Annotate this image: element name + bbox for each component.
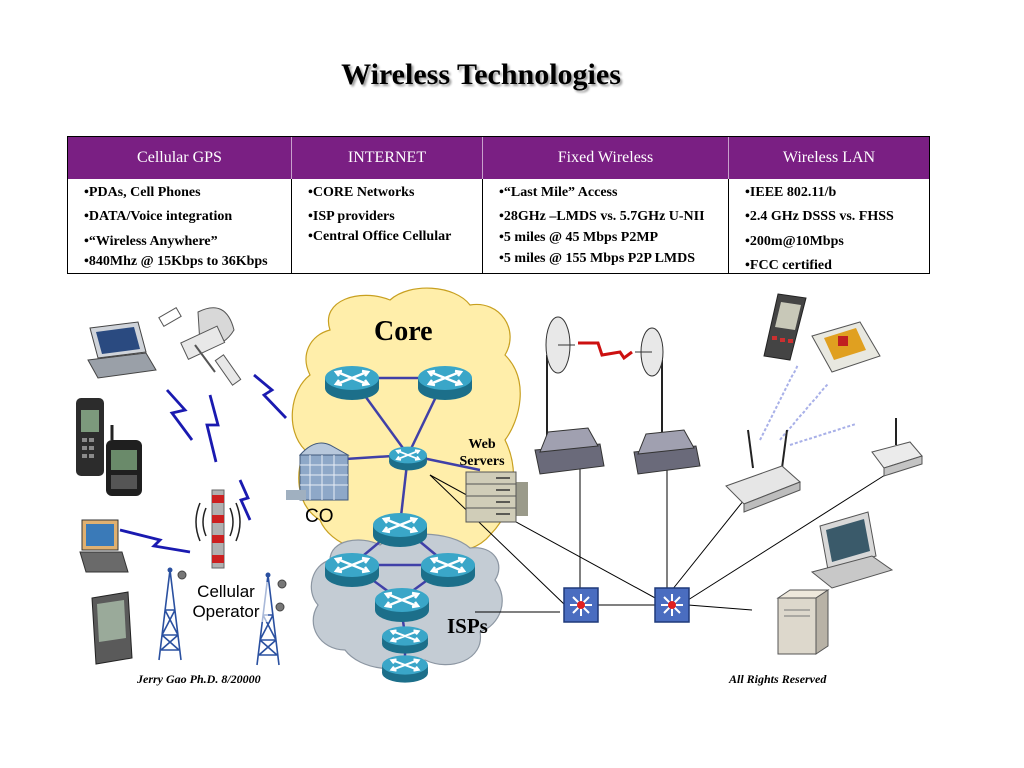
list-item: •840Mhz @ 15Kbps to 36Kbps: [84, 254, 268, 269]
cell-tower-icon: [195, 489, 241, 569]
switch-icon: [563, 587, 599, 623]
list-item: •IEEE 802.11/b: [745, 185, 837, 200]
list-item: •5 miles @ 45 Mbps P2MP: [499, 230, 659, 245]
router-icon: [323, 364, 381, 402]
desktop-computer-icon: [810, 511, 894, 589]
list-item: •2.4 GHz DSSS vs. FHSS: [745, 209, 894, 224]
wireless-link-icons: [119, 373, 288, 554]
tablet-terminal-icon: [811, 321, 881, 373]
handheld-scanner-icon: [763, 293, 807, 361]
cellular-operator-label: Cellular Operator: [184, 582, 268, 622]
list-item: •PDAs, Cell Phones: [84, 185, 201, 200]
cell-tower-icon: [158, 566, 182, 661]
lightning-icon: [238, 479, 252, 521]
dish-antenna-icon: [635, 327, 664, 440]
list-item: •28GHz –LMDS vs. 5.7GHz U-NII: [499, 209, 705, 224]
column-wireless-lan: •IEEE 802.11/b •2.4 GHz DSSS vs. FHSS •2…: [729, 179, 929, 274]
list-item: •5 miles @ 155 Mbps P2P LMDS: [499, 251, 696, 266]
list-item: •200m@10Mbps: [745, 234, 844, 249]
switch-icon: [654, 587, 690, 623]
modem-icon: [633, 429, 701, 475]
pda-icon: [91, 591, 133, 665]
lightning-icon: [165, 389, 194, 441]
router-icon: [371, 511, 429, 549]
router-icon: [416, 364, 474, 402]
lightning-icon: [205, 394, 220, 463]
satellite-icon: [158, 306, 242, 386]
header-internet: INTERNET: [292, 137, 483, 179]
access-point-icon: [725, 429, 801, 513]
router-icon: [380, 625, 430, 655]
server-icon: [776, 589, 830, 655]
tower-antenna-icon: [177, 570, 287, 612]
dish-antenna-icon: [545, 316, 575, 440]
access-point-icon: [871, 418, 923, 477]
column-internet: •CORE Networks •ISP providers •Central O…: [292, 179, 483, 274]
central-office-label: CO: [305, 506, 334, 527]
router-icon: [388, 445, 428, 472]
core-cloud: [291, 287, 521, 554]
header-cellular-gps: Cellular GPS: [68, 137, 292, 179]
isps-label: ISPs: [447, 614, 488, 638]
router-icon: [419, 551, 477, 589]
page-title: Wireless Technologies: [341, 58, 621, 91]
router-icon: [373, 586, 431, 624]
author-footer: Jerry Gao Ph.D. 8/20000: [137, 672, 261, 686]
router-icon: [380, 654, 430, 684]
modem-icon: [534, 427, 605, 475]
cell-phone-icon: [76, 398, 104, 476]
laptop-icon: [79, 519, 129, 573]
web-server-icon: [465, 471, 528, 523]
header-wireless-lan: Wireless LAN: [729, 137, 929, 179]
technology-table: Cellular GPS INTERNET Fixed Wireless Wir…: [67, 136, 930, 274]
core-label: Core: [374, 316, 433, 347]
lightning-icon: [119, 528, 191, 554]
lightning-icon: [253, 373, 288, 419]
header-fixed-wireless: Fixed Wireless: [483, 137, 729, 179]
column-cellular-gps: •PDAs, Cell Phones •DATA/Voice integrati…: [68, 179, 292, 274]
wireless-link-icons: [759, 363, 857, 446]
list-item: •“Last Mile” Access: [499, 185, 618, 200]
microwave-link-icon: [578, 341, 633, 361]
list-item: •DATA/Voice integration: [84, 209, 233, 224]
laptop-icon: [87, 321, 157, 379]
router-icon: [323, 551, 381, 589]
list-item: •“Wireless Anywhere”: [84, 234, 218, 249]
list-item: •Central Office Cellular: [308, 229, 452, 244]
rights-footer: All Rights Reserved: [729, 672, 827, 686]
list-item: •FCC certified: [745, 258, 832, 273]
cell-phone-icon: [106, 425, 142, 496]
list-item: •ISP providers: [308, 209, 395, 224]
central-office-building-icon: [286, 442, 350, 501]
column-fixed-wireless: •“Last Mile” Access •28GHz –LMDS vs. 5.7…: [483, 179, 729, 274]
list-item: •CORE Networks: [308, 185, 415, 200]
web-servers-label: Web Servers: [459, 437, 505, 469]
